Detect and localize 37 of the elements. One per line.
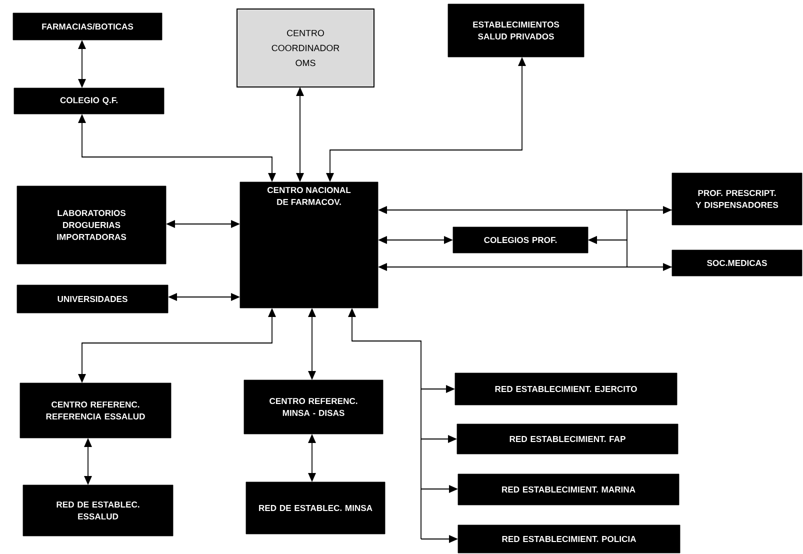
process-box: RED ESTABLECIMIENT. POLICIA xyxy=(458,524,680,554)
process-box: PROF. PRESCRIPT. Y DISPENSADORES xyxy=(672,172,802,226)
arrow xyxy=(420,535,458,543)
process-box: RED DE ESTABLEC. MINSA xyxy=(246,482,386,534)
process-box: FARMACIAS/BOTICAS xyxy=(12,12,162,40)
arrow xyxy=(78,40,86,88)
arrow xyxy=(348,308,422,540)
process-box: RED ESTABLECIMIENT. EJERCITO xyxy=(454,372,678,406)
arrow xyxy=(378,236,453,244)
process-box: SOC.MEDICAS xyxy=(672,250,802,276)
process-box: ESTABLECIMIENTOS SALUD PRIVADOS xyxy=(448,4,584,58)
process-box: RED ESTABLECIMIENT. FAP xyxy=(456,424,678,454)
arrow xyxy=(78,114,276,182)
arrow xyxy=(420,485,458,493)
arrow xyxy=(166,220,240,228)
process-box: CENTRO REFERENC. REFERENCIA ESSALUD xyxy=(20,382,172,438)
process-box: COLEGIO Q.F. xyxy=(14,88,164,114)
arrow xyxy=(378,263,672,271)
process-box: LABORATORIOS DROGUERIAS IMPORTADORAS xyxy=(16,186,166,264)
arrow xyxy=(168,293,240,301)
process-box: UNIVERSIDADES xyxy=(16,284,168,314)
arrow xyxy=(84,438,92,485)
process-box: CENTRO COORDINADOR OMS xyxy=(236,8,374,88)
process-box: RED DE ESTABLEC. ESSALUD xyxy=(22,484,174,536)
arrow xyxy=(420,385,455,393)
arrow xyxy=(326,57,526,182)
process-box: CENTRO REFERENC. MINSA - DISAS xyxy=(244,380,384,434)
process-box: RED ESTABLECIMIENT. MARINA xyxy=(458,474,680,506)
arrow xyxy=(296,87,304,182)
arrow xyxy=(420,435,457,443)
arrow xyxy=(378,206,672,214)
arrow xyxy=(78,308,276,383)
process-box: COLEGIOS PROF. xyxy=(452,226,588,254)
process-box: CENTRO NACIONAL DE FARMACOV. xyxy=(240,182,378,308)
arrow xyxy=(588,236,672,268)
arrow xyxy=(308,308,316,380)
arrow xyxy=(308,434,316,482)
